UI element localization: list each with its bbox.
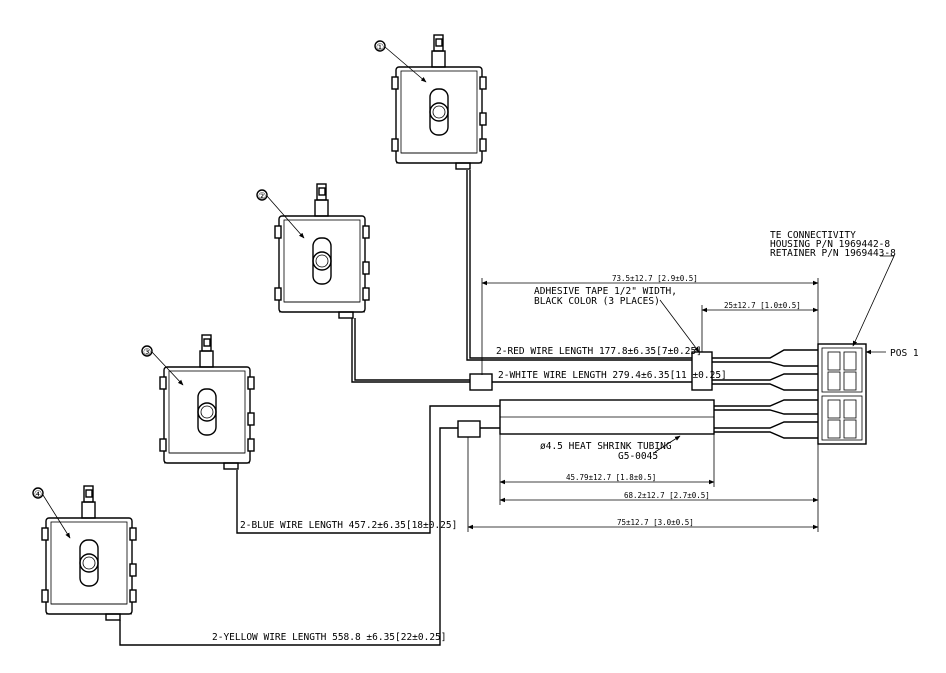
- yellow-wire-route: [119, 427, 500, 646]
- callout-4-label: ④: [34, 490, 42, 500]
- tubing-note-line1: ø4.5 HEAT SHRINK TUBING: [540, 441, 672, 452]
- wire-ends: [712, 349, 818, 439]
- switch-4: [41, 485, 137, 621]
- callout-2: ②: [256, 189, 305, 239]
- callout-3: ③: [141, 345, 184, 386]
- white-wire-route: [351, 318, 700, 383]
- connector-retainer-pn: RETAINER P/N 1969443-8: [770, 248, 896, 259]
- callout-3-label: ③: [143, 348, 151, 358]
- yellow-wire-label: 2-YELLOW WIRE LENGTH 558.8 ±6.35[22±0.25…: [212, 632, 447, 643]
- connector-housing: [817, 343, 867, 445]
- white-wire-label: 2-WHITE WIRE LENGTH 279.4±6.35[11 ±0.25]: [498, 370, 727, 381]
- switch-2: [274, 183, 370, 319]
- connector-leader: [852, 255, 895, 347]
- dim-mid: 68.2±12.7 [2.7±0.5]: [624, 491, 710, 500]
- tape-2: [457, 420, 481, 438]
- callout-2-label: ②: [258, 192, 266, 202]
- tape-note-line1: ADHESIVE TAPE 1/2" WIDTH,: [534, 286, 677, 297]
- blue-wire-label: 2-BLUE WIRE LENGTH 457.2±6.35[18±0.25]: [240, 520, 457, 531]
- dim-tube: 45.79±12.7 [1.8±0.5]: [566, 473, 656, 482]
- tubing-leader: [654, 435, 681, 453]
- switch-1: [391, 34, 487, 170]
- pos-label: POS 1: [890, 348, 919, 359]
- callout-4: ④: [32, 487, 71, 539]
- tape-leader: [659, 299, 700, 353]
- red-wire-label: 2-RED WIRE LENGTH 177.8±6.35[7±0.25]: [496, 346, 702, 357]
- dim-bottom: 75±12.7 [3.0±0.5]: [617, 518, 694, 527]
- callout-1: ①: [374, 40, 427, 83]
- connector-vendor: TE CONNECTIVITY: [770, 230, 856, 241]
- callout-1-label: ①: [376, 43, 384, 53]
- connector-housing-pn: HOUSING P/N 1969442-8: [770, 239, 890, 250]
- tape-1: [469, 373, 493, 391]
- tubing-note-line2: G5-0045: [618, 451, 658, 462]
- dim-tape: 25±12.7 [1.0±0.5]: [724, 301, 801, 310]
- red-wire-route: [466, 170, 700, 361]
- dimension-lines: [467, 278, 819, 532]
- blue-wire-route: [236, 405, 500, 534]
- dim-top: 73.5±12.7 [2.9±0.5]: [612, 274, 698, 283]
- switch-3: [159, 334, 255, 470]
- tape-note-line2: BLACK COLOR (3 PLACES): [534, 296, 660, 307]
